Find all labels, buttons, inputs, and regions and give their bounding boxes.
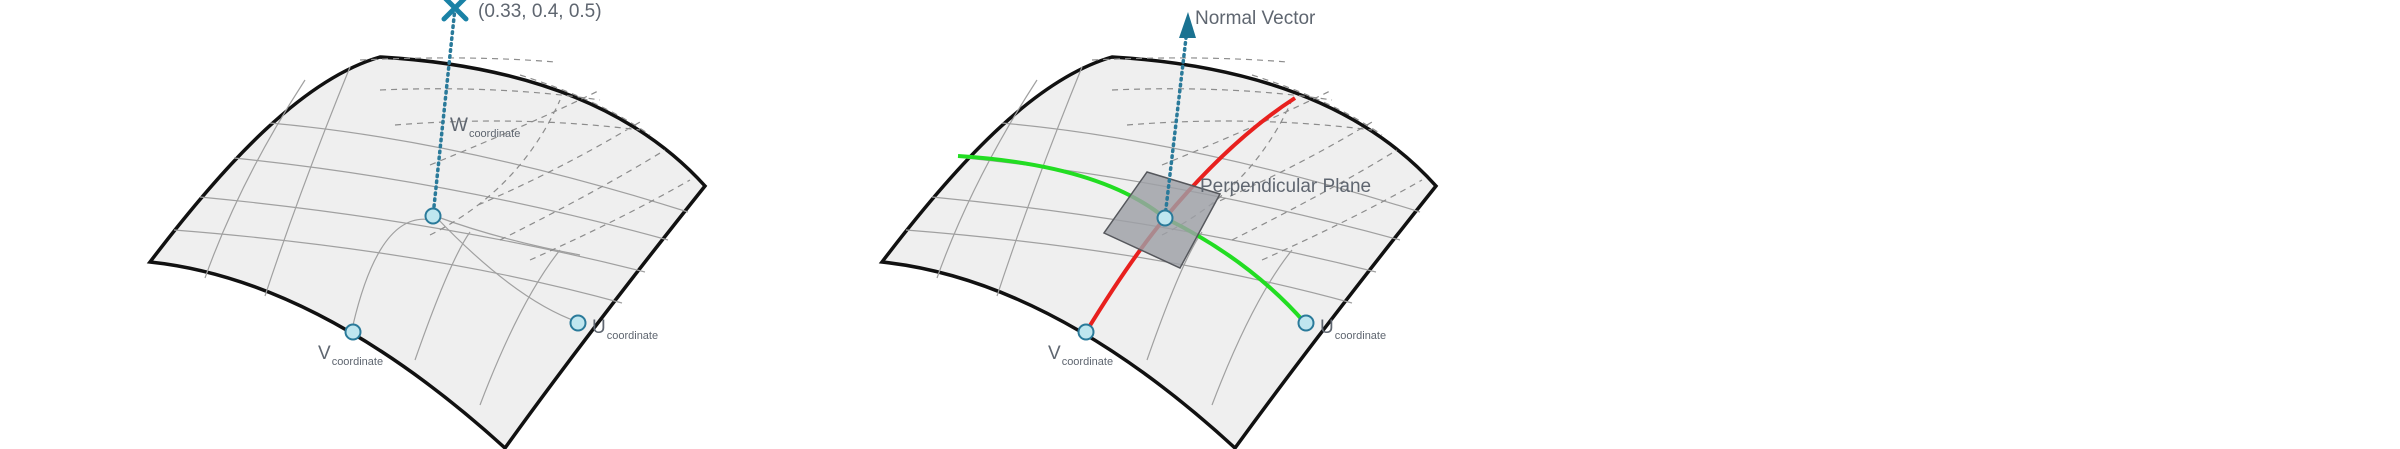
u-coordinate-label: Ucoordinate <box>592 317 658 342</box>
w-coordinate-label: Wcoordinate <box>450 115 520 140</box>
v-coordinate-label: Vcoordinate <box>318 343 383 368</box>
v-point-marker <box>344 323 362 341</box>
w-dotted-line <box>431 6 457 218</box>
normal-dotted-line <box>1163 36 1188 219</box>
w-point-marker <box>424 207 442 225</box>
u-point-marker-right <box>1297 314 1315 332</box>
u-coordinate-label-right: Ucoordinate <box>1320 317 1386 342</box>
surface-diagram-left: (0.33, 0.4, 0.5) Wcoordinate Vcoordinate… <box>146 0 708 449</box>
surface-patch-left <box>146 55 708 449</box>
perpendicular-plane-label: Perpendicular Plane <box>1200 176 1371 197</box>
normal-vector-label: Normal Vector <box>1195 8 1316 29</box>
arrow-head-icon <box>1179 12 1196 38</box>
v-coordinate-label-right: Vcoordinate <box>1048 343 1113 368</box>
surface-diagram-right: Normal Vector Perpendicular Plane Vcoord… <box>878 8 1439 449</box>
surface-grid-left <box>173 57 691 406</box>
v-point-marker-right <box>1077 323 1095 341</box>
x-mark-icon <box>441 0 469 22</box>
point-coordinates-label: (0.33, 0.4, 0.5) <box>478 1 602 22</box>
intersection-point-marker <box>1156 209 1174 227</box>
u-point-marker <box>569 314 587 332</box>
